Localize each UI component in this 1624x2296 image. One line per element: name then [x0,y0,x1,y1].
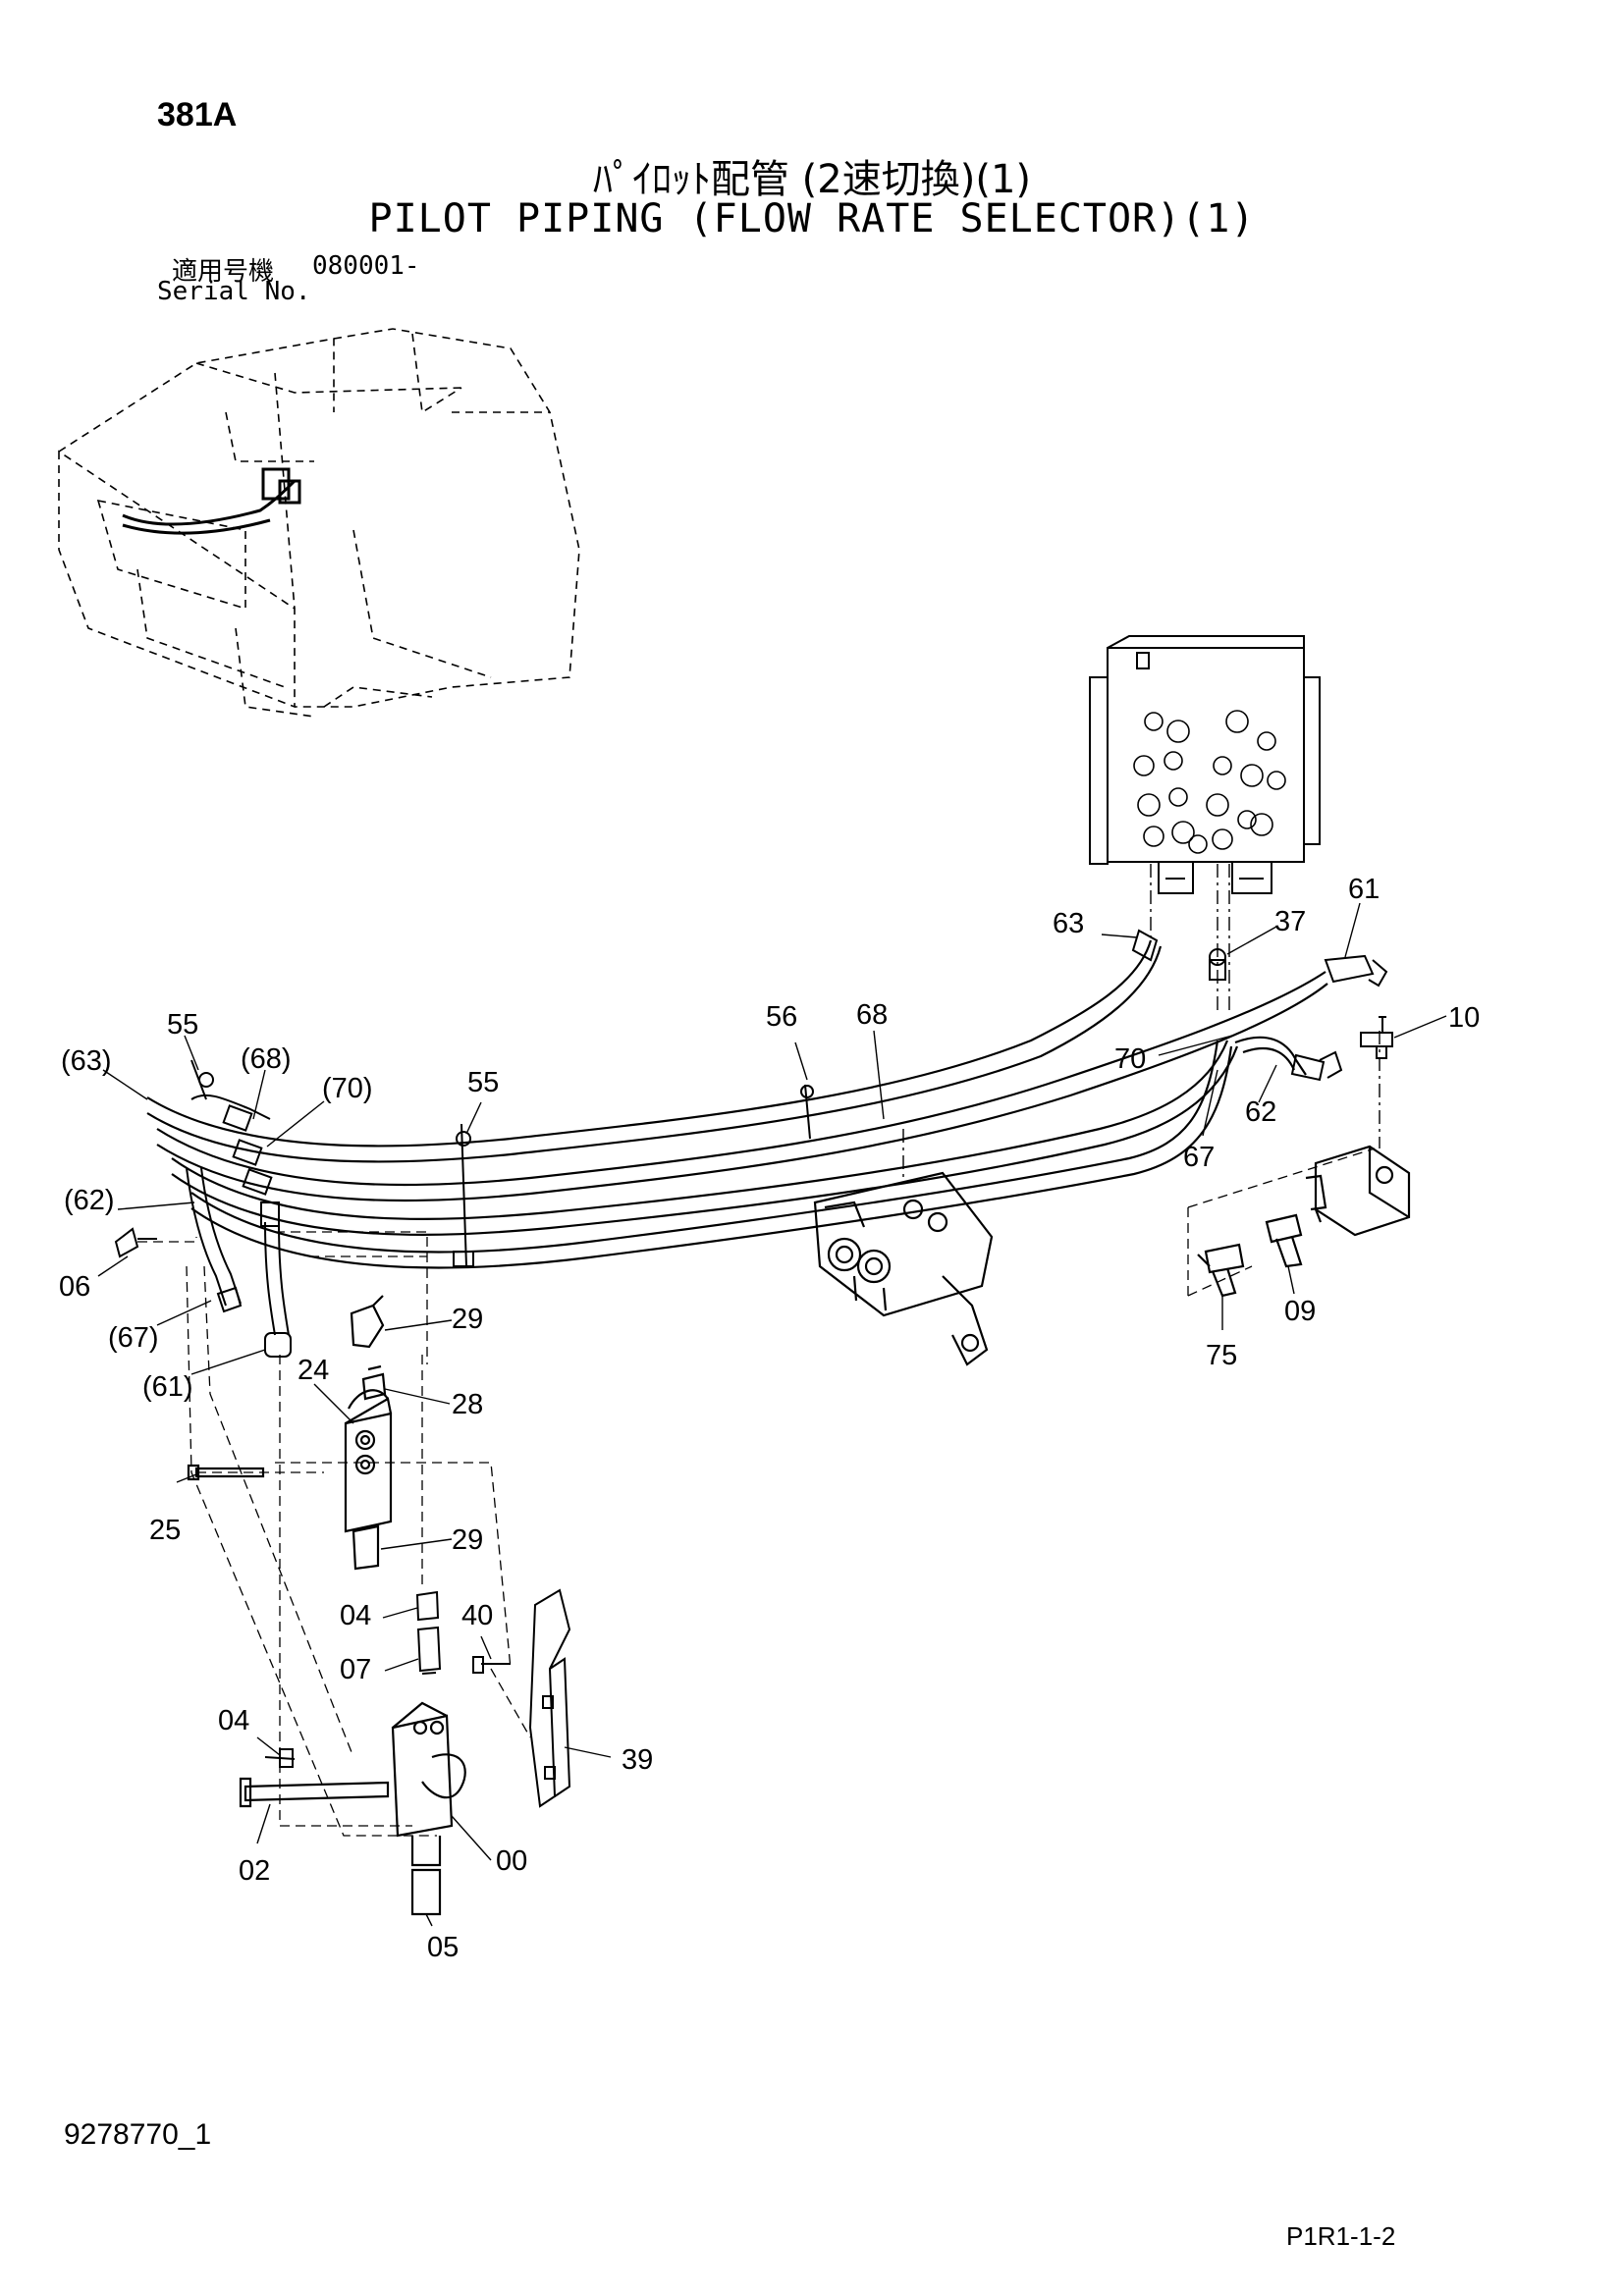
callout-63-ref: (63) [61,1045,112,1077]
leader-lines [97,902,1447,1927]
lower-selector-valve [239,1701,466,1916]
callout-10: 10 [1448,1002,1480,1034]
callout-06: 06 [59,1271,90,1303]
hose-clamps [190,1059,814,1267]
callout-29-lower: 29 [452,1524,483,1556]
callout-67: 67 [1183,1142,1215,1173]
callout-04-upper: 04 [340,1600,371,1631]
page-code: 381A [157,96,238,133]
callout-67-ref: (67) [108,1322,159,1354]
callout-63: 63 [1053,908,1084,939]
document-number: 9278770_1 [64,2118,212,2151]
right-solenoid [1197,1145,1411,1298]
solenoid-valve [813,1171,994,1366]
callout-07: 07 [340,1654,371,1685]
left-fittings [114,1094,292,1358]
title-japanese: ﾊﾟｲﾛｯﾄ配管 (2速切換)(1) [592,157,1032,202]
callout-75: 75 [1206,1340,1237,1371]
main-valve-block [1089,635,1321,894]
callout-55-left: 55 [167,1009,198,1041]
callout-68-ref: (68) [241,1043,292,1075]
callout-28: 28 [452,1389,483,1420]
callout-37: 37 [1274,906,1306,937]
callout-00: 00 [496,1845,527,1877]
callout-25: 25 [149,1515,181,1546]
callout-55-center: 55 [467,1067,499,1098]
callout-70: 70 [1114,1043,1146,1075]
page-reference: P1R1-1-2 [1286,2221,1396,2251]
callout-62: 62 [1245,1096,1276,1128]
callout-09: 09 [1284,1296,1316,1327]
fitting-column [264,1590,511,1768]
selector-block [187,1295,393,1571]
callout-39: 39 [622,1744,653,1776]
callout-56: 56 [766,1001,797,1033]
callout-02: 02 [239,1855,270,1887]
thumbnail-harness-highlight [122,467,301,535]
callout-labels: 63 37 61 10 56 68 70 62 67 55 (63) (68) … [59,874,1480,1963]
machine-overview-thumbnail [58,328,580,718]
serial-number-value: 080001- [312,251,420,281]
bracket [528,1588,571,1808]
callout-24: 24 [298,1355,329,1386]
hose-fittings [1131,929,1393,1082]
callout-61-ref: (61) [142,1371,193,1403]
serial-label-japanese: 適用号機 [172,257,275,287]
callout-04-lower: 04 [218,1705,249,1736]
callout-05: 05 [427,1932,459,1963]
callout-29-upper: 29 [452,1304,483,1335]
callout-62-ref: (62) [64,1185,115,1216]
hose-bundle [146,939,1328,1269]
serial-label-english: Serial No. [157,277,311,306]
callout-40: 40 [461,1600,493,1631]
callout-68: 68 [856,999,888,1031]
callout-61: 61 [1348,874,1380,905]
title-english: PILOT PIPING (FLOW RATE SELECTOR)(1) [368,196,1256,241]
callout-70-ref: (70) [322,1073,373,1104]
